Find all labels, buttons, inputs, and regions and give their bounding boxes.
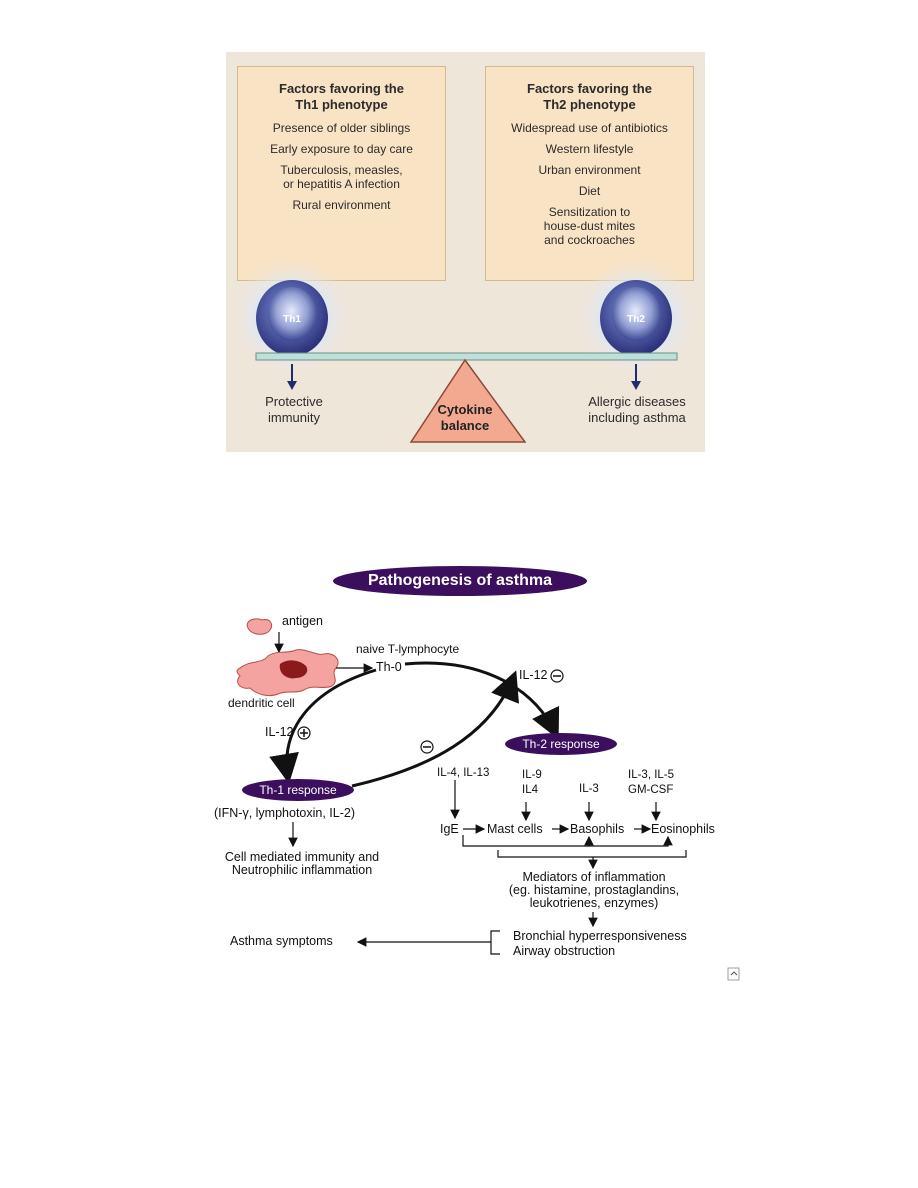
- fulcrum-label: Cytokine balance: [437, 402, 493, 433]
- il12-negative-sign: [550, 669, 564, 683]
- ige-label: IgE: [440, 822, 459, 836]
- il3-il5-gmcsf-label: IL-3, IL-5 GM-CSF: [628, 769, 675, 796]
- inhibition-sign: [420, 740, 434, 754]
- th2-factor-item: Urban environment: [538, 163, 641, 177]
- corner-image-icon: [727, 967, 740, 981]
- basophils-label: Basophils: [570, 822, 625, 836]
- left-down-arrow: [287, 364, 297, 390]
- th2-factor-item: Widespread use of antibiotics: [511, 121, 668, 135]
- diagram-title: Pathogenesis of asthma: [333, 566, 587, 596]
- bronchial-hyperresponsiveness-label: Bronchial hyperresponsiveness: [513, 929, 687, 943]
- th2-cell-label: Th2: [627, 314, 645, 325]
- il3-label: IL-3: [579, 783, 599, 795]
- il12-positive-label: IL-12: [265, 725, 294, 739]
- balance-graphics: [230, 258, 698, 443]
- il12-positive-sign: [297, 726, 311, 740]
- il12-negative-label: IL-12: [519, 668, 548, 682]
- naive-t-lymphocyte-label: naive T-lymphocyte: [356, 642, 460, 656]
- th1-response-pill: Th-1 response: [242, 779, 354, 801]
- th2-factor-item: Western lifestyle: [545, 142, 634, 156]
- th2-factor-item: Diet: [578, 184, 601, 198]
- th2-response-pill: Th-2 response: [505, 733, 617, 755]
- right-down-arrow: [631, 364, 641, 390]
- th1-products-label: (IFN-γ, lymphotoxin, IL-2): [214, 806, 356, 820]
- fulcrum-triangle: [409, 358, 527, 443]
- il9-il4-label: IL-9 IL4: [522, 769, 542, 796]
- dendritic-cell-icon: [236, 649, 339, 697]
- mast-cells-label: Mast cells: [487, 822, 543, 836]
- th1-factor-item: Presence of older siblings: [272, 121, 411, 135]
- protective-immunity-label: Protective immunity: [265, 394, 323, 425]
- th1-box-title: Factors favoring the Th1 phenotype: [279, 81, 404, 112]
- th0-label: Th-0: [376, 660, 402, 674]
- il4-il13-label: IL-4, IL-13: [437, 767, 490, 779]
- th1-factor-item: Tuberculosis, measles, or hepatitis A in…: [280, 163, 403, 191]
- th1-factor-item: Rural environment: [292, 198, 391, 212]
- dendritic-cell-label: dendritic cell: [228, 696, 295, 710]
- th1-cell-icon: [230, 258, 354, 378]
- th2-factor-item: Sensitization to house-dust mites and co…: [543, 205, 636, 247]
- asthma-symptoms-label: Asthma symptoms: [230, 934, 333, 948]
- th1-th2-balance-figure: Factors favoring the Th1 phenotype Prese…: [226, 52, 705, 452]
- cell-mediated-immunity-label: Cell mediated immunity and Neutrophilic …: [224, 850, 380, 877]
- mediators-of-inflammation-label: Mediators of inflammation (eg. histamine…: [508, 870, 680, 910]
- th2-cell-icon: [574, 258, 698, 378]
- th1-factor-item: Early exposure to day care: [270, 142, 413, 156]
- antigen-icon: [246, 618, 273, 635]
- allergic-diseases-label: Allergic diseases including asthma: [588, 394, 686, 425]
- airway-obstruction-label: Airway obstruction: [513, 944, 616, 958]
- th1-cell-label: Th1: [283, 314, 301, 325]
- balance-beam: [255, 352, 678, 361]
- eosinophils-label: Eosinophils: [651, 822, 715, 836]
- th2-box-title: Factors favoring the Th2 phenotype: [527, 81, 652, 112]
- th1-factors-box: Factors favoring the Th1 phenotype Prese…: [237, 66, 446, 281]
- th2-factors-box: Factors favoring the Th2 phenotype Wides…: [485, 66, 694, 281]
- antigen-label: antigen: [282, 614, 324, 628]
